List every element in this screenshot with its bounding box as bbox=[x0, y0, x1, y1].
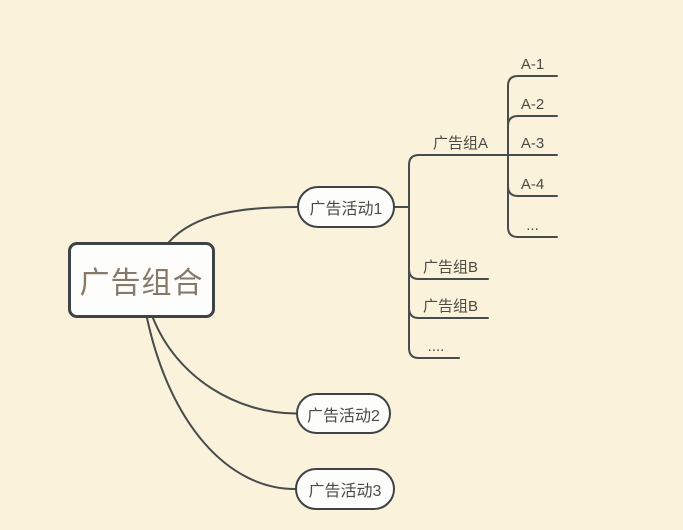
connector-root-campaign2 bbox=[152, 317, 297, 415]
ads-branch-a4 bbox=[507, 185, 519, 197]
connector-root-campaign1 bbox=[168, 206, 298, 243]
campaign-node-3[interactable]: 广告活动3 bbox=[295, 468, 395, 510]
root-node-portfolio[interactable]: 广告组合 bbox=[68, 242, 215, 318]
ad-node-a2[interactable]: A-2 bbox=[520, 96, 545, 113]
ad-node-a3[interactable]: A-3 bbox=[520, 135, 545, 152]
ads-trunk bbox=[507, 75, 519, 238]
adgroup-node-b2[interactable]: 广告组B bbox=[422, 298, 478, 315]
connector-root-campaign3 bbox=[146, 317, 296, 490]
campaign-node-1[interactable]: 广告活动1 bbox=[297, 186, 395, 228]
adgroup-branch-b2 bbox=[408, 307, 420, 319]
adgroup-trunk bbox=[408, 154, 420, 359]
campaign-node-2[interactable]: 广告活动2 bbox=[296, 393, 391, 434]
ads-branch-a2 bbox=[507, 115, 519, 127]
ad-node-a1[interactable]: A-1 bbox=[520, 56, 545, 73]
ad-node-more[interactable]: ... bbox=[526, 217, 539, 234]
adgroup-node-more[interactable]: .... bbox=[427, 338, 445, 355]
adgroup-node-a[interactable]: 广告组A bbox=[432, 135, 488, 152]
adgroup-node-b1[interactable]: 广告组B bbox=[422, 259, 478, 276]
adgroup-branch-b1 bbox=[408, 268, 420, 280]
ad-node-a4[interactable]: A-4 bbox=[520, 176, 545, 193]
